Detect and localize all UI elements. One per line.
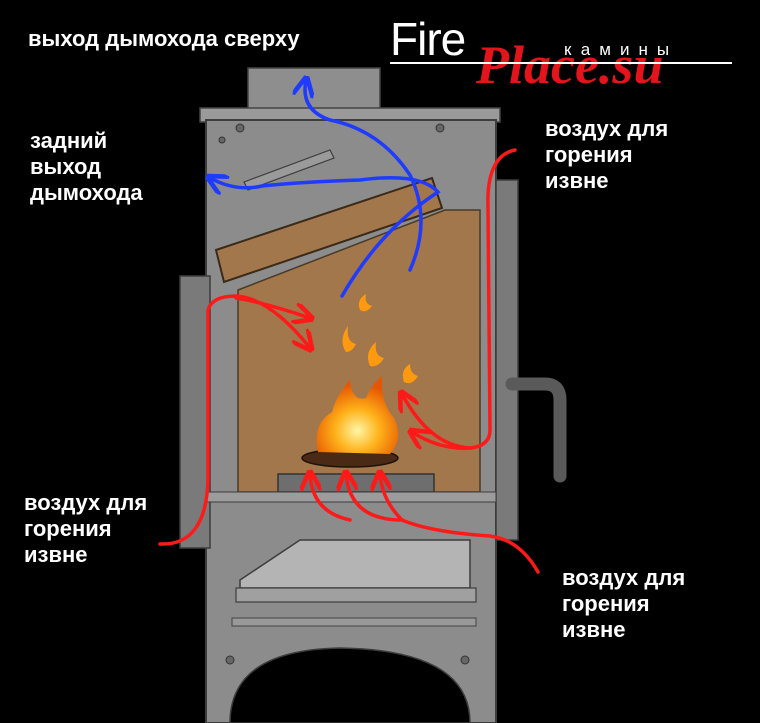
- air-arrow-bottom: [380, 474, 540, 574]
- label-line: задний: [30, 128, 108, 153]
- bolt: [435, 123, 445, 133]
- label-line: выход дымохода сверху: [28, 26, 300, 51]
- label-line: воздух для: [562, 565, 686, 590]
- logo-word-place: Place.su: [476, 35, 664, 95]
- air-arrow-left-2: [234, 296, 310, 318]
- main-flame: [316, 376, 399, 454]
- label-air-top-right: воздух для горения извне: [545, 116, 668, 194]
- air-arrow-bottom-2: [346, 474, 404, 522]
- bolt: [235, 123, 245, 133]
- label-line: извне: [545, 168, 609, 193]
- flue-pipe: [247, 67, 381, 113]
- smoke-flow: [210, 80, 441, 298]
- air-flow: [158, 148, 540, 574]
- right-door-frame: [495, 179, 519, 541]
- label-top-outlet: выход дымохода сверху: [28, 26, 300, 52]
- logo-rule: [390, 62, 732, 64]
- smoke-arrow-rear: [210, 178, 441, 298]
- air-arrow-right-top-2: [412, 432, 472, 450]
- smoke-arrow-top: [305, 80, 423, 272]
- stove-base-arch: [229, 647, 471, 723]
- grate: [277, 473, 435, 493]
- fireplace-logo: Fire Place.su камины: [388, 6, 733, 106]
- label-line: извне: [562, 617, 626, 642]
- baffle-plate: [214, 176, 444, 284]
- bolt: [218, 136, 226, 144]
- label-line: дымохода: [30, 180, 143, 205]
- logo-tagline: камины: [564, 40, 679, 59]
- fire: [301, 294, 418, 468]
- flame-tongue: [342, 326, 356, 352]
- door-handle: [505, 377, 567, 483]
- flame-tongue: [402, 364, 418, 384]
- logo-word-fire: Fire: [390, 13, 466, 65]
- label-line: горения: [562, 591, 650, 616]
- ash-pan: [239, 539, 471, 589]
- label-line: воздух для: [24, 490, 148, 515]
- label-line: горения: [545, 142, 633, 167]
- bolt: [225, 655, 235, 665]
- label-line: выход: [30, 154, 102, 179]
- flame-tongue: [368, 342, 384, 367]
- label-rear-outlet: задний выход дымохода: [30, 128, 143, 206]
- air-arrow-left: [158, 294, 310, 546]
- flame-tongue: [358, 294, 372, 312]
- label-air-bottom-right: воздух для горения извне: [562, 565, 685, 643]
- bolt: [460, 655, 470, 665]
- air-arrow-bottom-3: [310, 474, 352, 522]
- label-line: горения: [24, 516, 112, 541]
- label-air-left: воздух для горения извне: [24, 490, 147, 568]
- label-line: извне: [24, 542, 88, 567]
- ash-pan-lip: [235, 587, 477, 603]
- ash-rail: [231, 617, 477, 627]
- label-line: воздух для: [545, 116, 669, 141]
